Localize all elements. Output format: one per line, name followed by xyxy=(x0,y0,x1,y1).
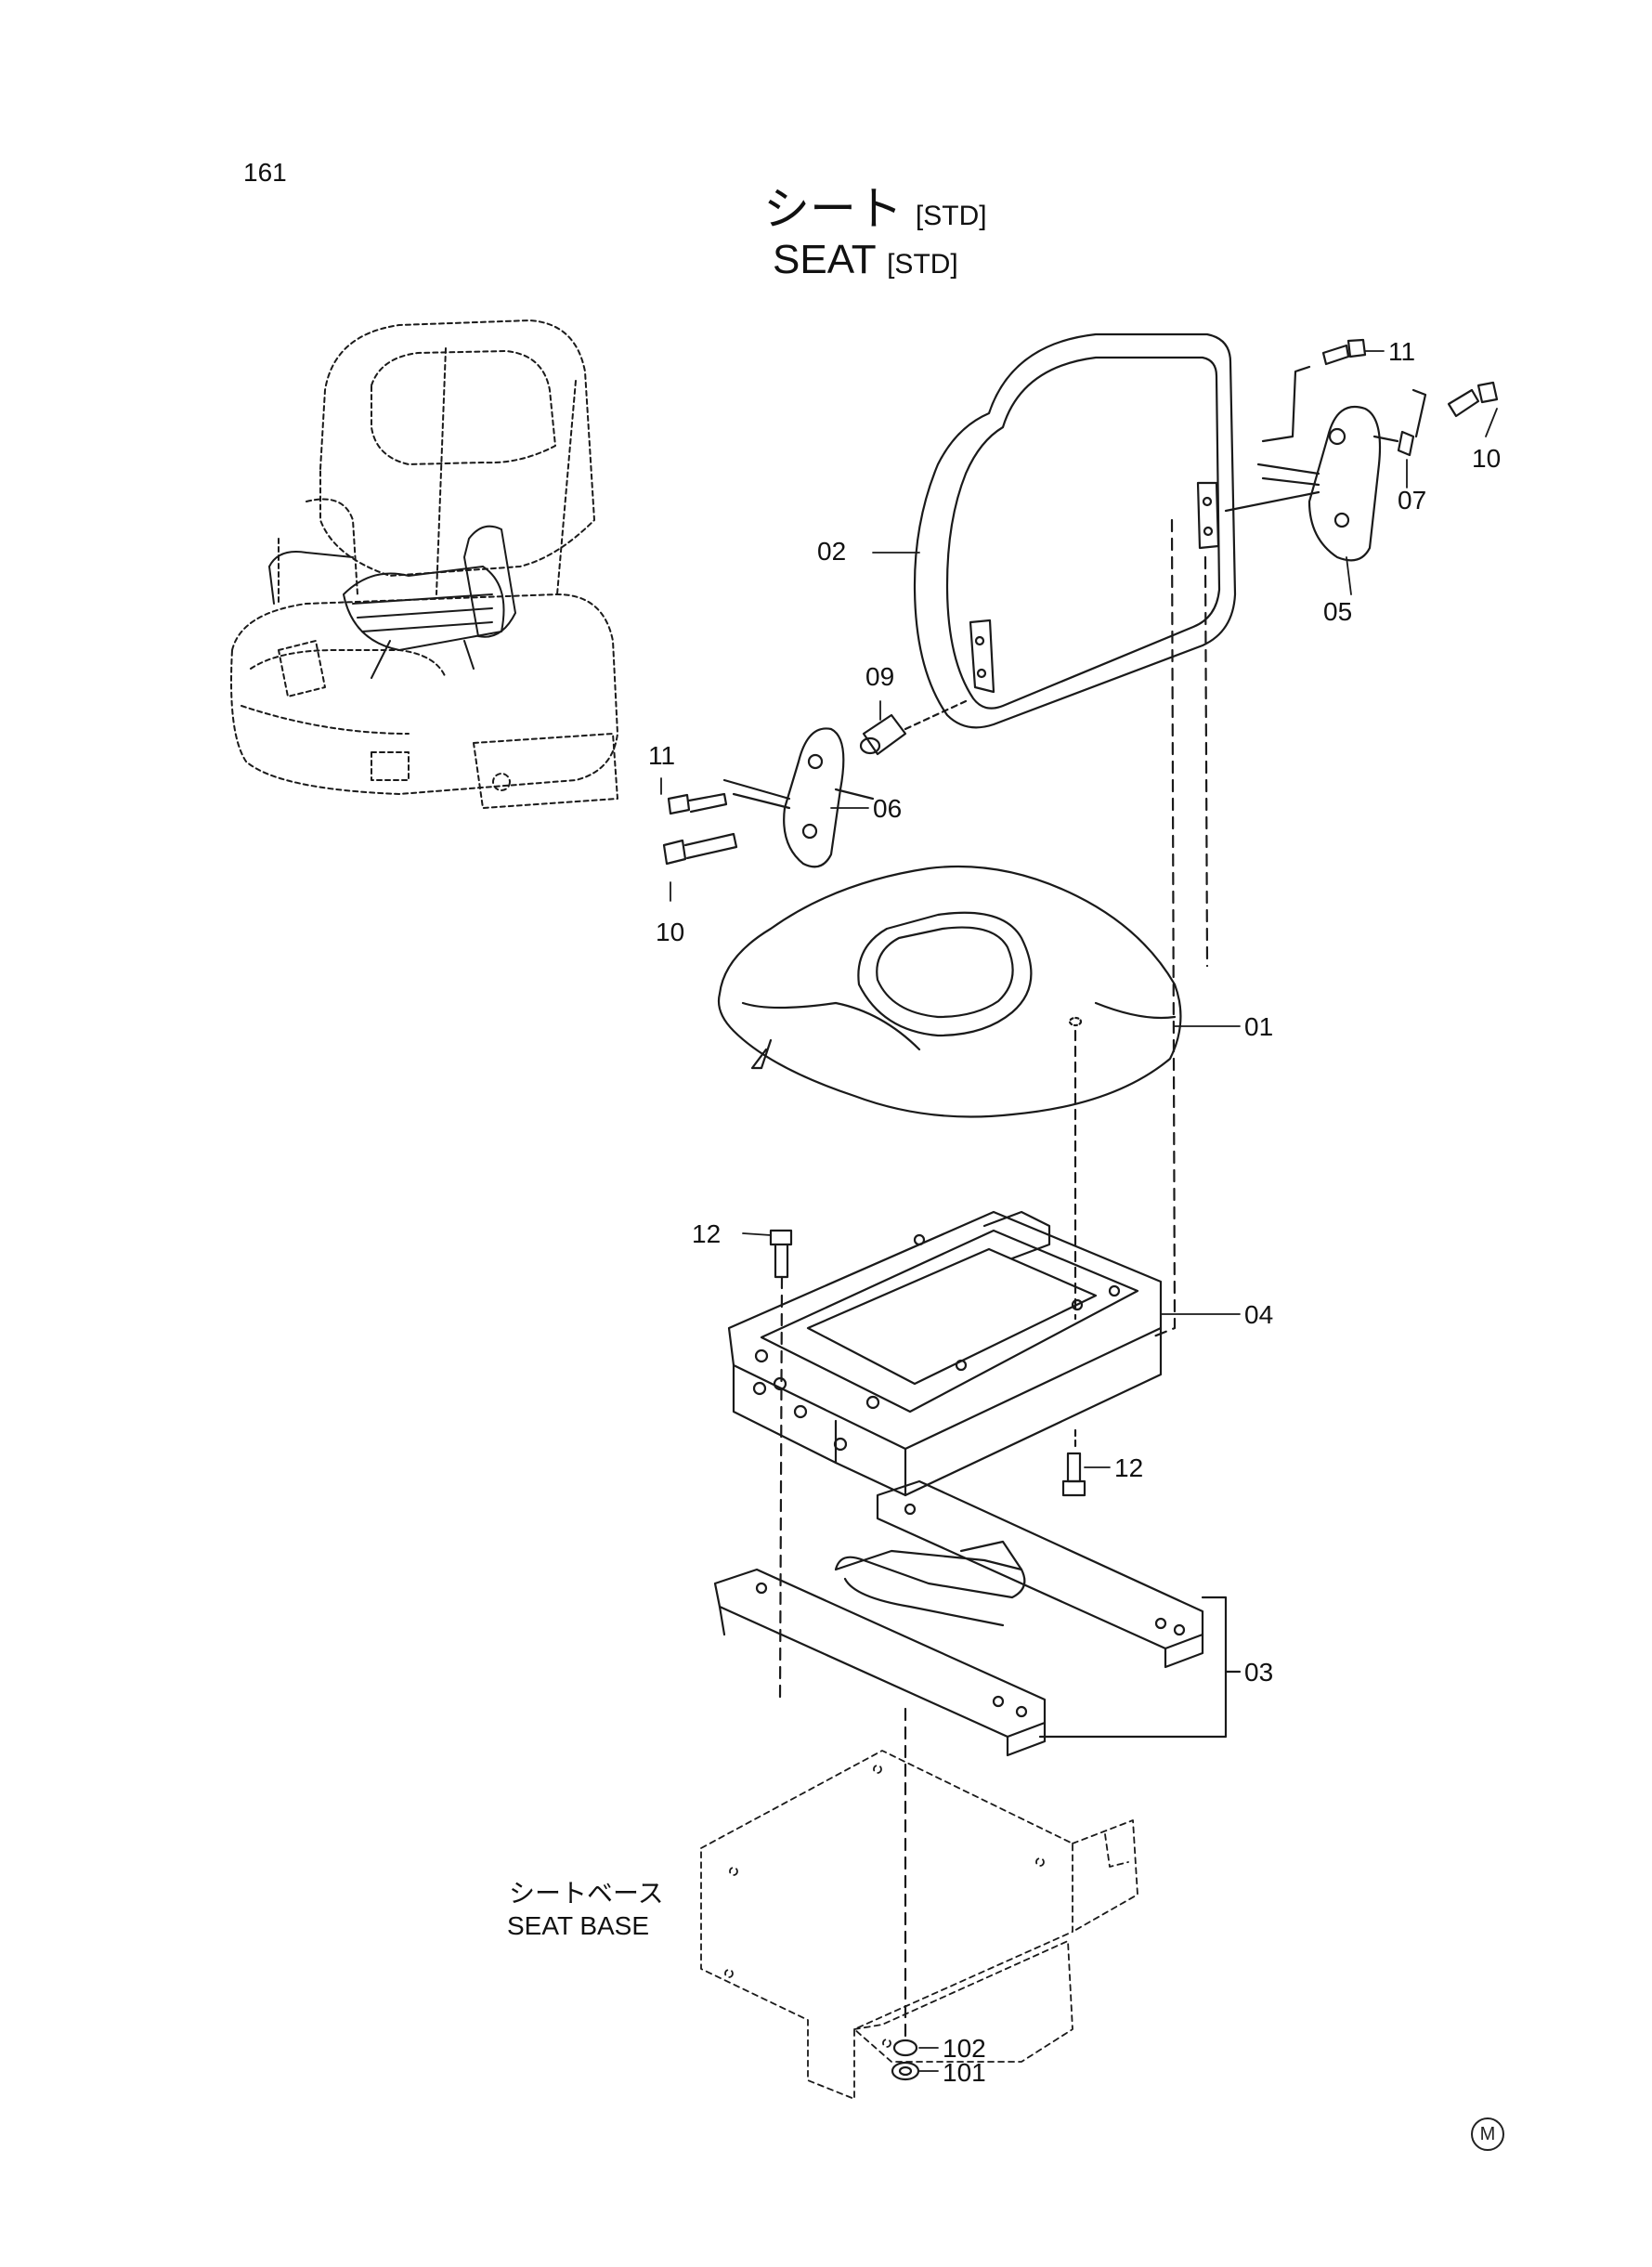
callout-10-top: 10 xyxy=(1472,444,1502,473)
callout-02: 02 xyxy=(817,537,847,566)
callout-10-left: 10 xyxy=(656,918,685,946)
title-english-text: SEAT xyxy=(773,237,876,282)
seat-base-label-english: SEAT BASE xyxy=(507,1911,650,1940)
bolt-10-left xyxy=(662,832,738,866)
title-japanese-tag: [STD] xyxy=(915,201,987,231)
spacer-09 xyxy=(859,699,968,756)
title-japanese-text: シート xyxy=(763,183,903,235)
callout-06: 06 xyxy=(873,794,903,823)
bolt-12-top xyxy=(769,1229,793,1701)
leader-backrest-cushion xyxy=(1203,555,1209,968)
callout-04: 04 xyxy=(1244,1300,1274,1329)
callout-05: 05 xyxy=(1323,597,1353,626)
bolt-11-left xyxy=(667,792,728,815)
callout-01: 01 xyxy=(1244,1012,1274,1041)
machine-overview-illustration xyxy=(230,319,618,809)
callout-07: 07 xyxy=(1398,486,1427,515)
backrest-02 xyxy=(913,332,1237,729)
callout-12-bottom: 12 xyxy=(1114,1453,1144,1482)
leader-lines xyxy=(660,350,1498,2072)
callout-12-top: 12 xyxy=(692,1219,722,1248)
title-english: SEAT [STD] xyxy=(773,240,958,280)
page-number: 161 xyxy=(243,158,287,187)
leader-backrest-frame xyxy=(1150,518,1177,1339)
seat-cushion-01 xyxy=(717,865,1182,1321)
bolt-12-bottom xyxy=(1061,1428,1086,1497)
callout-09: 09 xyxy=(865,662,895,691)
callout-11-top: 11 xyxy=(1388,337,1416,366)
circled-m-mark: M xyxy=(1471,2117,1504,2151)
bracket-06 xyxy=(722,727,875,868)
callout-11-left: 11 xyxy=(648,741,676,770)
title-english-tag: [STD] xyxy=(887,249,958,280)
callout-102: 102 xyxy=(943,2034,986,2063)
bolt-11-top xyxy=(1261,338,1367,443)
nut-101 xyxy=(891,2061,920,2081)
callout-101: 101 xyxy=(943,2058,986,2087)
washer-102 xyxy=(892,2039,918,2057)
title-japanese: シート [STD] xyxy=(763,186,987,232)
seat-frame-04 xyxy=(727,1210,1163,1497)
nut-101-hole xyxy=(898,2065,913,2077)
callout-03: 03 xyxy=(1244,1658,1274,1687)
bracket-05 xyxy=(1224,405,1382,562)
seat-rails-03 xyxy=(713,1479,1242,1757)
machine-seat-detail xyxy=(268,525,516,679)
seat-base-label-japanese: シートベース xyxy=(509,1879,664,1908)
bolt-07 xyxy=(1372,388,1427,457)
bolt-10-top xyxy=(1447,381,1499,418)
seat-base xyxy=(700,1750,1138,2100)
